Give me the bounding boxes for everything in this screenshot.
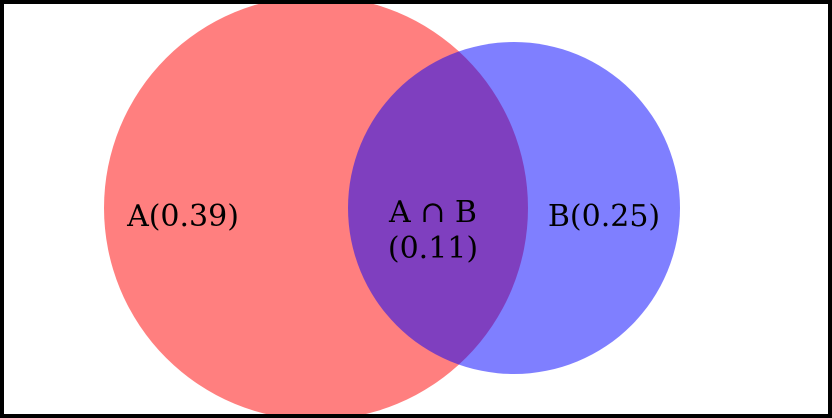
- set-b-circle: [348, 42, 680, 374]
- set-a-label: A(0.39): [126, 199, 239, 234]
- intersection-value: (0.11): [388, 231, 478, 266]
- intersection-label: A ∩ B: [388, 195, 477, 230]
- set-b-label: B(0.25): [548, 199, 660, 234]
